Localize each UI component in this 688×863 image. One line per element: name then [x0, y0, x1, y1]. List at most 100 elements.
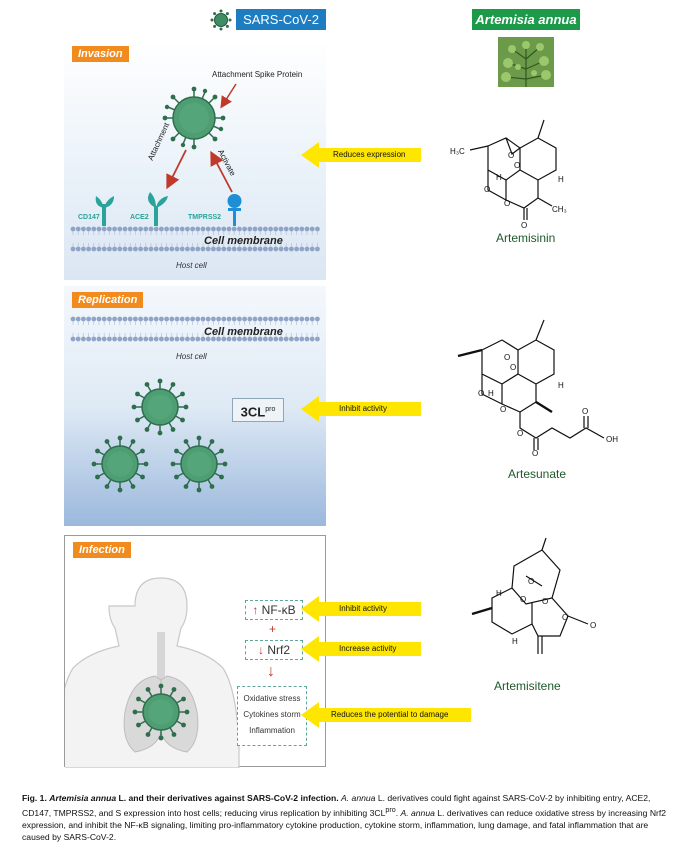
lipid-head — [216, 316, 222, 322]
lipid-head — [112, 246, 117, 252]
spike-protein-label: Attachment Spike Protein — [212, 70, 303, 79]
lipid-head — [127, 316, 133, 322]
lipid-head — [283, 316, 289, 322]
virus-spike-tip — [171, 687, 177, 692]
lipid-head — [91, 226, 97, 232]
virus-spike-tip — [143, 461, 149, 467]
virus-spike-tip — [144, 382, 150, 387]
lipid-head — [86, 246, 91, 252]
down-arrow: ↓ — [267, 663, 275, 680]
lipid-head — [185, 316, 190, 322]
lipid-head — [107, 336, 112, 342]
lipid-head — [257, 336, 263, 342]
virus-spike-tip — [183, 484, 189, 489]
virus-spike-tip — [174, 474, 179, 480]
lipid-head — [242, 246, 248, 252]
virus-spike-tip — [170, 427, 176, 432]
lipid-head — [86, 336, 91, 342]
effect-arrow-artesunate: Inhibit activity — [301, 396, 421, 422]
virus-spike-tip — [183, 439, 189, 444]
lipid-head — [91, 336, 97, 342]
yellow-arrow-icon — [301, 636, 421, 662]
lipid-head — [190, 316, 195, 322]
replication-tag: Replication — [72, 292, 144, 308]
lipid-head — [211, 316, 216, 322]
lipid-head — [273, 226, 279, 232]
lipid-head — [289, 246, 294, 252]
tmprss2-receptor-icon — [227, 194, 242, 226]
lipid-head — [81, 336, 86, 342]
svg-text:O: O — [510, 363, 516, 372]
virus-spike-tip — [209, 439, 215, 444]
lipid-head — [96, 316, 102, 322]
lipid-head — [294, 336, 299, 342]
lipid-head — [304, 336, 310, 342]
lipid-head — [164, 246, 169, 252]
virus-core — [147, 394, 173, 420]
virus-core — [148, 699, 174, 725]
lipid-head — [205, 316, 211, 322]
lipid-head — [226, 316, 232, 322]
lipid-head — [185, 226, 190, 232]
lipid-head — [200, 336, 206, 342]
svg-text:O: O — [504, 199, 510, 208]
lipid-head — [112, 316, 117, 322]
lipid-head — [273, 246, 279, 252]
lipid-head — [211, 226, 216, 232]
svg-text:OH: OH — [606, 435, 618, 444]
lipid-head — [211, 336, 216, 342]
virus-spike-tip — [157, 430, 163, 436]
lipid-head — [169, 316, 175, 322]
lipid-head — [289, 226, 294, 232]
lipid-head — [143, 336, 149, 342]
lipid-head — [200, 246, 206, 252]
virus-spike-tip — [144, 427, 150, 432]
virus-spike-tip — [219, 474, 224, 480]
virus-spike-tip — [104, 484, 110, 489]
virus-spike-tip — [184, 709, 190, 715]
effect-arrow-nfkb: Inhibit activity — [301, 596, 421, 622]
replication-panel: Replication Cell membrane Host cell — [64, 286, 326, 526]
virus-spike-tip — [196, 487, 202, 493]
virus-spike-tip — [135, 391, 140, 397]
lipid-head — [299, 246, 305, 252]
virus-spike-tip — [91, 461, 97, 467]
lipid-head — [226, 336, 232, 342]
svg-text:CH₃: CH₃ — [552, 205, 567, 214]
receptor-label-cd147: CD147 — [78, 214, 100, 221]
virus-spike-tip — [130, 484, 136, 489]
lipid-head — [138, 246, 143, 252]
lipid-head — [252, 336, 258, 342]
svg-text:O: O — [521, 221, 527, 228]
lipid-head — [268, 226, 273, 232]
lipid-head — [117, 336, 123, 342]
svg-text:O: O — [590, 621, 596, 630]
lipid-head — [101, 316, 107, 322]
lipid-head — [294, 316, 299, 322]
lipid-head — [231, 246, 237, 252]
lipid-head — [153, 226, 159, 232]
lipid-head — [153, 316, 159, 322]
lipid-head — [96, 246, 102, 252]
plant-badge: Artemisia annua — [472, 9, 580, 30]
virus-spike-tip — [131, 404, 137, 410]
3clpro-box: 3CLpro — [232, 398, 284, 422]
receptor-label-tmprss2: TMPRSS2 — [188, 214, 222, 221]
virus-spike-tip — [181, 722, 186, 728]
lipid-head — [242, 316, 248, 322]
lipid-head — [283, 246, 289, 252]
lipid-head — [252, 246, 258, 252]
receptor-label-ace2: ACE2 — [130, 214, 149, 221]
lipid-head — [200, 316, 206, 322]
lipid-head — [174, 336, 180, 342]
lipid-head — [169, 336, 175, 342]
lipid-head — [315, 336, 320, 342]
lipid-head — [86, 316, 91, 322]
lipid-head — [247, 246, 253, 252]
lipid-head — [127, 336, 133, 342]
virus-spike-tip — [136, 696, 141, 702]
svg-text:H: H — [488, 389, 494, 398]
lipid-head — [200, 226, 206, 232]
lipid-head — [179, 246, 185, 252]
lipid-head — [315, 226, 320, 232]
